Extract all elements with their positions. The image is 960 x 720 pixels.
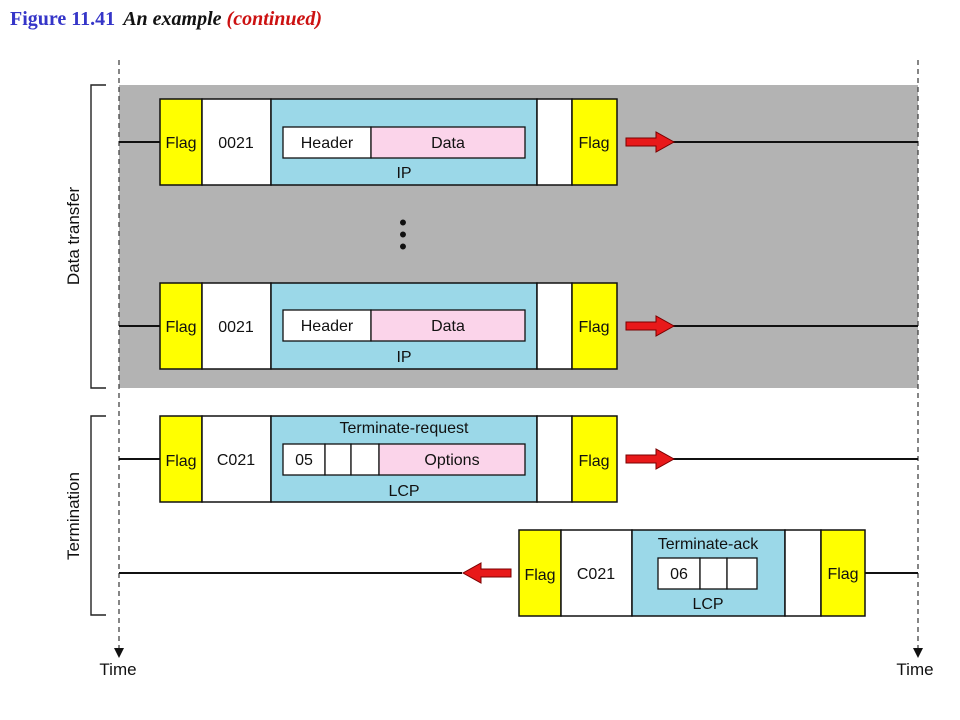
options-field (378, 443, 526, 476)
payload-label: LCP (388, 483, 419, 500)
data-transfer-bracket (90, 84, 106, 389)
protocol-field (201, 415, 272, 503)
frame-terminate-ack: Flag C021 Terminate-ack 06 LCP Flag (119, 529, 918, 617)
flag-left-label: Flag (524, 567, 555, 584)
code-label: 05 (295, 452, 313, 469)
data-transfer-phase-label: Data transfer (64, 187, 83, 286)
protocol-field (201, 282, 272, 370)
flag-field-left (518, 529, 562, 617)
header-label: Header (301, 318, 354, 335)
frame-terminate-request: Flag C021 Terminate-request 05 Options L… (119, 415, 918, 503)
fcs-field (784, 529, 822, 617)
length-field (350, 443, 380, 476)
length-field (726, 557, 758, 590)
time-arrowhead-left (114, 648, 124, 658)
data-field (370, 126, 526, 159)
id-field (699, 557, 728, 590)
data-field (370, 309, 526, 342)
flag-field-right (571, 282, 618, 370)
ellipsis-dot: • (399, 234, 407, 259)
time-label-right: Time (896, 660, 933, 679)
figure-caption: An example (123, 8, 222, 30)
fcs-field (536, 282, 573, 370)
data-label: Data (431, 135, 465, 152)
termination-bracket (90, 415, 106, 616)
flag-right-label: Flag (578, 319, 609, 336)
fcs-field (536, 98, 573, 186)
payload-label: IP (396, 349, 411, 366)
termination-phase-label: Termination (64, 472, 83, 560)
protocol-label: C021 (217, 452, 255, 469)
flag-field-right (820, 529, 866, 617)
id-field (324, 443, 352, 476)
protocol-label: 0021 (218, 319, 254, 336)
code-field (282, 443, 326, 476)
protocol-field (201, 98, 272, 186)
flag-right-label: Flag (827, 566, 858, 583)
frame-ip-2: Flag 0021 Header Data IP Flag (119, 282, 918, 370)
direction-arrow-right (625, 131, 676, 153)
flag-left-label: Flag (165, 319, 196, 336)
flag-field-left (159, 98, 203, 186)
ellipsis-dot: • (399, 222, 407, 247)
figure-title: Figure 11.41 An example(continued) (10, 8, 322, 31)
direction-arrow-right (625, 315, 676, 337)
ellipsis-dot: • (399, 210, 407, 235)
data-label: Data (431, 318, 465, 335)
flag-field-left (159, 282, 203, 370)
payload-title: Terminate-request (340, 420, 470, 437)
payload-label: IP (396, 165, 411, 182)
time-label-left: Time (99, 660, 136, 679)
figure-number: Figure 11.41 (10, 8, 116, 30)
flag-left-label: Flag (165, 135, 196, 152)
protocol-label: 0021 (218, 135, 254, 152)
code-field (657, 557, 701, 590)
header-field (282, 309, 372, 342)
flag-left-label: Flag (165, 453, 196, 470)
flag-right-label: Flag (578, 453, 609, 470)
payload-label: LCP (692, 596, 723, 613)
direction-arrow-right (625, 448, 676, 470)
code-label: 06 (670, 566, 688, 583)
flag-field-right (571, 415, 618, 503)
payload-title: Terminate-ack (658, 536, 759, 553)
frame-ip-1: Flag 0021 Header Data IP Flag (119, 98, 918, 186)
header-field (282, 126, 372, 159)
fcs-field (536, 415, 573, 503)
protocol-label: C021 (577, 566, 615, 583)
direction-arrow-left (461, 562, 512, 584)
protocol-field (560, 529, 633, 617)
flag-field-right (571, 98, 618, 186)
time-arrowhead-right (913, 648, 923, 658)
figure-continued: (continued) (226, 8, 323, 30)
flag-right-label: Flag (578, 135, 609, 152)
options-label: Options (424, 452, 479, 469)
header-label: Header (301, 135, 354, 152)
